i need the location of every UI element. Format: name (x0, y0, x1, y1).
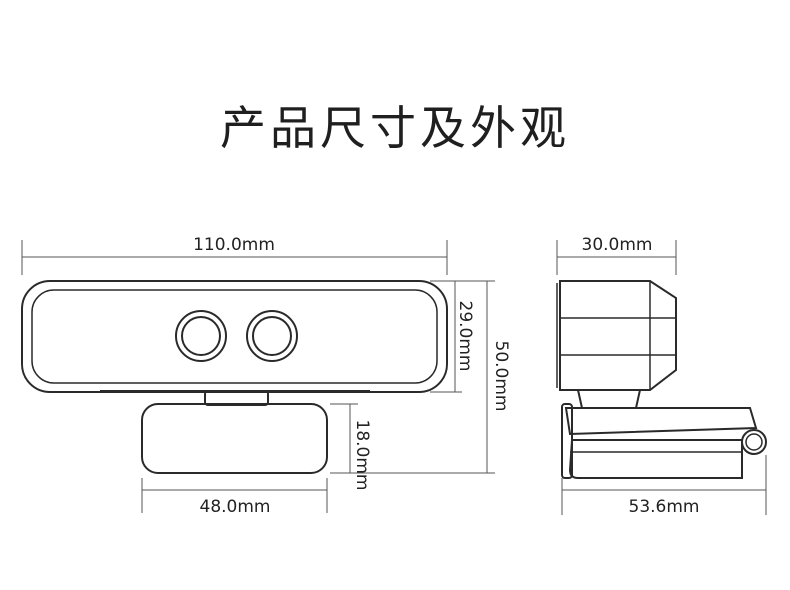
side-hinge (576, 389, 642, 409)
hinge (204, 390, 269, 406)
side-view (556, 280, 767, 479)
webcam-body-inner (31, 289, 438, 384)
pivot-icon (741, 429, 767, 455)
width-dimension-label: 110.0mm (193, 235, 275, 255)
body-height-dimension-label: 29.0mm (455, 301, 475, 372)
mount-clip (141, 403, 328, 474)
side-depth-dimension-label: 30.0mm (582, 235, 653, 255)
side-body (559, 280, 677, 391)
front-dimension-lines (21, 240, 495, 513)
side-clip-top (564, 407, 758, 436)
total-height-dimension-label: 50.0mm (491, 341, 511, 412)
front-view (21, 280, 448, 474)
right-lens-icon (246, 310, 298, 362)
webcam-body-outer (21, 280, 448, 393)
side-dimension-lines (556, 240, 767, 515)
clip-width-dimension-label: 48.0mm (200, 497, 271, 517)
left-lens-icon (175, 310, 227, 362)
side-clip-depth-dimension-label: 53.6mm (629, 497, 700, 517)
clip-height-dimension-label: 18.0mm (352, 420, 372, 491)
page-title: 产品尺寸及外观 (220, 101, 570, 155)
side-clip-back (561, 403, 573, 479)
side-clip-bottom (568, 439, 743, 479)
